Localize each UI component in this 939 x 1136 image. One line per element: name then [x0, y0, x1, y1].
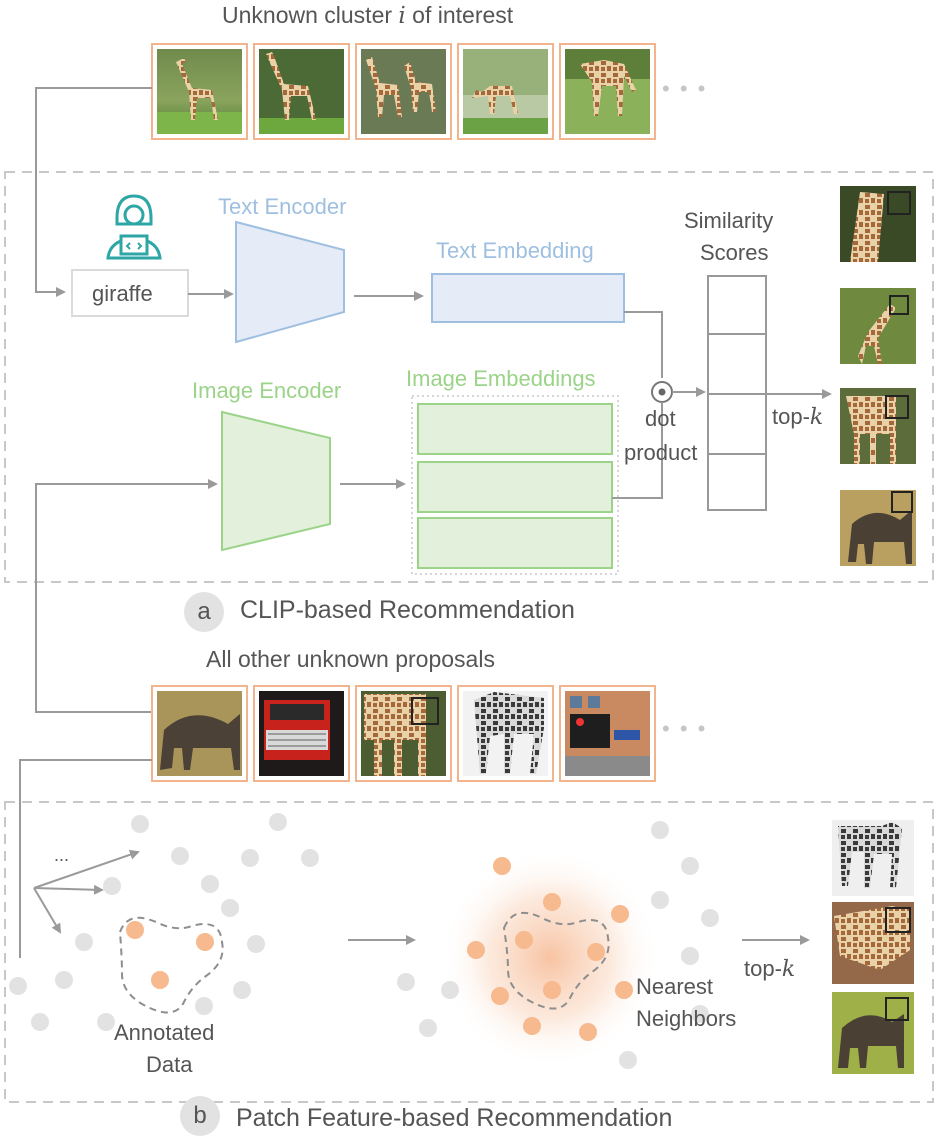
result-giraffe-1	[840, 186, 916, 262]
dot-product-label-line1: dot	[645, 406, 676, 431]
image-embedding-row	[417, 461, 613, 513]
similarity-label-line2: Scores	[700, 240, 769, 265]
image-embedding-line	[612, 402, 663, 499]
image-embeddings-group	[411, 395, 619, 575]
panel-b-frame	[4, 801, 934, 1103]
topk-text-b: top-	[744, 956, 782, 981]
result-elephant-closeup	[832, 992, 914, 1074]
cluster-to-label-arrow	[35, 87, 152, 297]
text-encoder-label: Text Encoder	[218, 194, 347, 219]
caption-b-badge: b	[180, 1096, 220, 1136]
annotated-points	[126, 921, 214, 989]
proposal-traffic-light	[559, 685, 656, 782]
proposals-ellipsis: • • •	[662, 716, 708, 741]
panel-a-frame	[4, 171, 934, 583]
dot-product-center	[658, 388, 666, 396]
result-thumbnails-b	[832, 820, 914, 1074]
topk-label-b: top-k	[744, 958, 795, 981]
image-embedding-row	[417, 517, 613, 569]
caption-b: Patch Feature-based Recommendation	[236, 1104, 673, 1132]
result-giraffe-3	[840, 388, 916, 464]
feature-arrow-1	[33, 849, 140, 889]
proposal-elephant	[151, 685, 248, 782]
text-encoder-shape	[235, 220, 345, 344]
neighbor-points	[467, 857, 633, 1041]
similarity-label-line1: Similarity	[684, 208, 774, 233]
cluster-ellipsis: • • •	[662, 76, 708, 101]
similarity-scores-column	[707, 275, 767, 511]
feature-arrow-2	[33, 884, 104, 895]
annotated-cluster-outline	[118, 916, 224, 1014]
thumb-giraffe-4	[457, 43, 554, 140]
image-embedding-row	[417, 403, 613, 455]
caption-a: CLIP-based Recommendation	[240, 596, 575, 624]
topk-text-a: top-	[772, 404, 810, 429]
topk-k-a: k	[809, 405, 824, 430]
result-giraffe-closeup	[832, 902, 914, 984]
text-embedding-label: Text Embedding	[436, 238, 594, 263]
result-giraffe-2	[840, 288, 916, 364]
cluster-title-suffix: of interest	[405, 2, 514, 28]
annotated-label-line1: Annotated	[114, 1020, 215, 1045]
topk-k-b: k	[781, 957, 796, 982]
nearest-label-line1: Nearest	[636, 974, 714, 999]
proposal-thumbnails	[151, 685, 656, 782]
result-giraffe-bw	[832, 820, 914, 896]
topk-label-a: top-k	[772, 406, 823, 429]
proposals-title: All other unknown proposals	[206, 646, 495, 672]
proposals-to-image-encoder-arrow	[35, 479, 218, 713]
proposals-to-features-line	[19, 759, 152, 958]
neighbor-glow	[440, 848, 660, 1068]
image-embeddings-label: Image Embeddings	[406, 366, 596, 391]
proposal-giraffe-bw	[457, 685, 554, 782]
annotated-label-line2: Data	[146, 1052, 193, 1077]
thumb-giraffe-5	[559, 43, 656, 140]
text-embedding-line	[624, 311, 663, 378]
feature-arrow-3	[33, 887, 62, 934]
cluster-title: Unknown cluster i of interest	[222, 4, 513, 28]
feature-dots: ...	[54, 845, 70, 865]
image-encoder-shape	[221, 410, 331, 552]
proposal-red-truck	[253, 685, 350, 782]
caption-a-badge: a	[184, 592, 224, 632]
image-encoder-label: Image Encoder	[192, 378, 342, 403]
text-embedding-box	[431, 273, 625, 323]
nearest-label-line2: Neighbors	[636, 1006, 737, 1031]
thumb-giraffe-1	[151, 43, 248, 140]
thumb-giraffe-3	[355, 43, 452, 140]
dot-product-label-line2: product	[624, 440, 698, 465]
person-with-laptop-icon	[106, 194, 162, 260]
proposal-giraffe	[355, 685, 452, 782]
cluster-title-var: i	[398, 3, 406, 29]
cluster-title-prefix: Unknown cluster	[222, 2, 399, 28]
cluster-thumbnails	[151, 43, 656, 140]
result-elephant	[840, 490, 916, 566]
thumb-giraffe-2	[253, 43, 350, 140]
result-thumbnails-a	[840, 186, 916, 566]
gray-feature-points	[9, 813, 719, 1069]
label-text: giraffe	[92, 281, 153, 306]
